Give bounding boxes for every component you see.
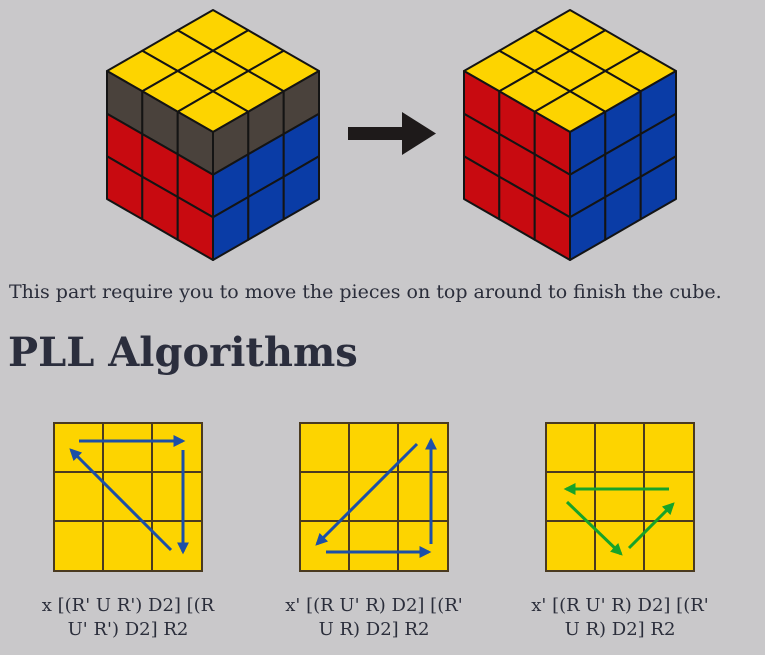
notation-line: x' [(R U' R) D2] [(R' (531, 595, 709, 616)
notation-line: U R) D2] R2 (318, 619, 430, 640)
swap-arrows-icon (69, 435, 189, 555)
notation-line: U' R') D2] R2 (67, 619, 189, 640)
cube-before-after-illustration (106, 9, 677, 261)
swap-arrows-icon (315, 437, 437, 558)
notation-line: x [(R' U R') D2] [(R (41, 595, 215, 616)
top-face-grid (53, 422, 203, 572)
top-face-grid (545, 422, 695, 572)
pll-diagram-3 (545, 422, 695, 572)
transition-arrow-icon (348, 112, 436, 155)
algorithm-card-3: x' [(R U' R) D2] [(R' U R) D2] R2 (495, 422, 745, 642)
algorithm-notation-1: x [(R' U R') D2] [(R U' R') D2] R2 (3, 594, 253, 642)
solved-cube (463, 9, 677, 261)
algorithm-card-1: x [(R' U R') D2] [(R U' R') D2] R2 (3, 422, 253, 642)
intro-text: This part require you to move the pieces… (9, 281, 722, 303)
top-face-grid (299, 422, 449, 572)
pll-diagram-2 (299, 422, 449, 572)
pll-diagram-1 (53, 422, 203, 572)
notation-line: x' [(R U' R) D2] [(R' (285, 595, 463, 616)
cycle-arrows-icon (563, 483, 675, 556)
page-heading: PLL Algorithms (8, 329, 358, 376)
notation-line: U R) D2] R2 (564, 619, 676, 640)
unsolved-cube (106, 9, 320, 261)
algorithm-notation-3: x' [(R U' R) D2] [(R' U R) D2] R2 (495, 594, 745, 642)
algorithm-card-2: x' [(R U' R) D2] [(R' U R) D2] R2 (249, 422, 499, 642)
algorithm-notation-2: x' [(R U' R) D2] [(R' U R) D2] R2 (249, 594, 499, 642)
